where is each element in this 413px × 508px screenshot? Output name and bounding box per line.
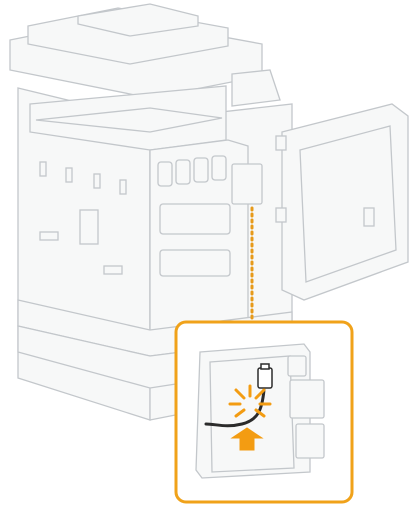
grill <box>80 210 98 244</box>
vent <box>66 168 72 182</box>
door-hinge <box>276 208 286 222</box>
connector-board <box>232 164 262 204</box>
cable-connector-icon <box>258 364 272 388</box>
vent <box>120 180 126 194</box>
board-component <box>296 424 324 458</box>
transfer-part <box>160 250 230 276</box>
callout-box <box>176 322 352 502</box>
toner-3 <box>194 158 208 182</box>
drawer-part <box>160 204 230 234</box>
toner-2 <box>176 160 190 184</box>
board-component <box>288 356 306 376</box>
toner-1 <box>158 162 172 186</box>
vent <box>94 174 100 188</box>
side-handle <box>104 266 122 274</box>
front-door <box>276 104 408 300</box>
control-panel <box>232 70 280 106</box>
toner-4 <box>212 156 226 180</box>
door-hinge <box>276 136 286 150</box>
door-latch <box>364 208 374 226</box>
board-component <box>290 380 324 418</box>
callout-panel <box>210 356 294 472</box>
vent <box>40 162 46 176</box>
side-handle <box>40 232 58 240</box>
